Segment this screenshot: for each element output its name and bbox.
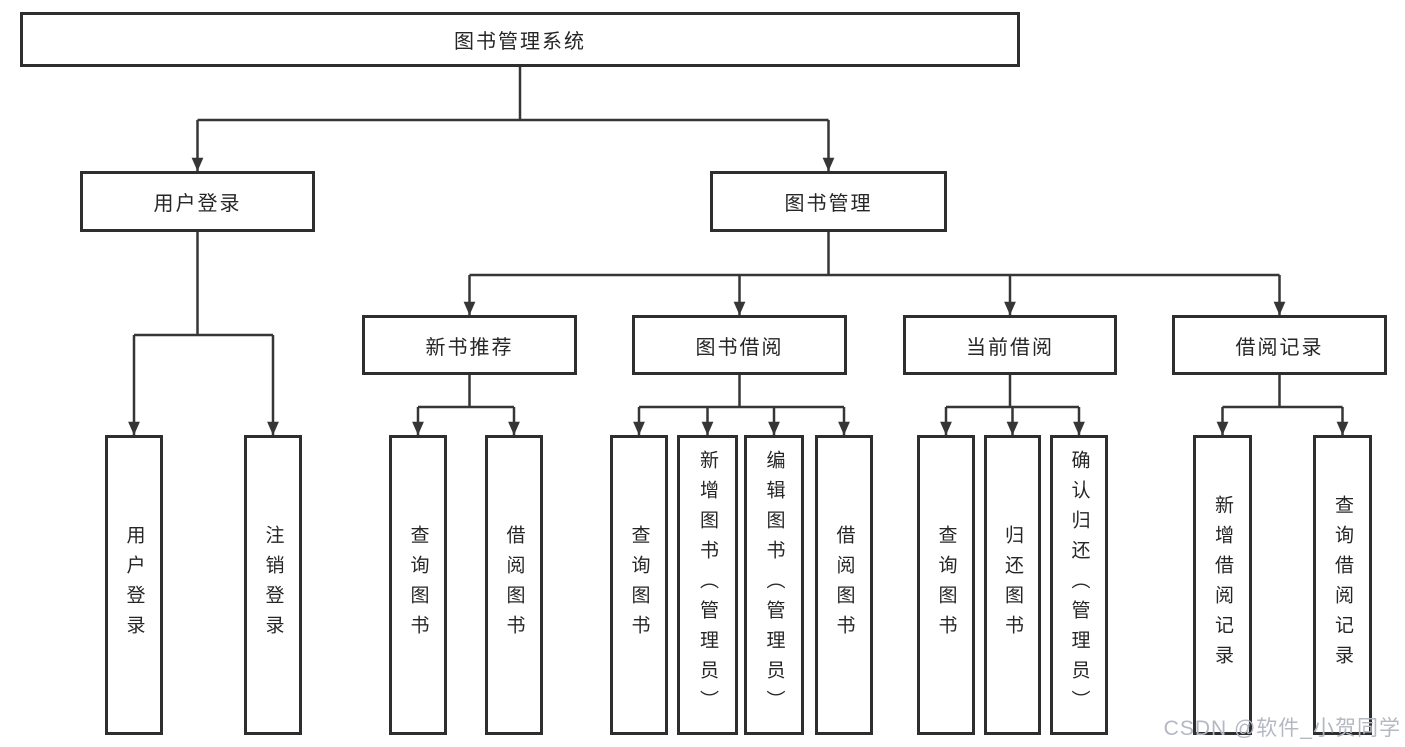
- node-label: 借阅记录: [1235, 336, 1324, 359]
- leaf-confirm-return-admin: 确认归还（管理员）: [1050, 435, 1108, 735]
- leaf-add-books-admin: 新增图书（管理员）: [677, 435, 738, 735]
- node-label: 图书借阅: [695, 336, 784, 359]
- node-label: 当前借阅: [966, 336, 1054, 359]
- node-label: 图书管理系统: [454, 31, 586, 53]
- node-label: 新书推荐: [425, 336, 514, 359]
- node-label: 查询图书: [935, 525, 957, 645]
- node-label: 查询借阅记录: [1332, 495, 1353, 675]
- node-book-borrow: 图书借阅: [632, 315, 847, 375]
- leaf-logout: 注销登录: [244, 435, 302, 735]
- node-label: 归还图书: [1002, 525, 1023, 645]
- node-label: 查询图书: [628, 525, 650, 645]
- node-label: 确认归还（管理员）: [1068, 450, 1090, 720]
- node-label: 编辑图书（管理员）: [763, 450, 785, 720]
- node-book-management: 图书管理: [710, 171, 947, 232]
- leaf-borrow-books-recommend: 借阅图书: [485, 435, 543, 735]
- node-user-login: 用户登录: [80, 171, 315, 232]
- leaf-user-login: 用户登录: [105, 435, 163, 735]
- leaf-add-borrow-record: 新增借阅记录: [1193, 435, 1252, 735]
- node-label: 用户登录: [153, 193, 242, 215]
- leaf-return-books: 归还图书: [984, 435, 1041, 735]
- node-label: 查询图书: [407, 525, 429, 645]
- leaf-query-borrow-record: 查询借阅记录: [1313, 435, 1372, 735]
- node-label: 新增借阅记录: [1212, 495, 1233, 675]
- node-label: 用户登录: [123, 525, 145, 645]
- node-root-library-system: 图书管理系统: [20, 12, 1020, 67]
- csdn-watermark: CSDN @软件_小贺同学: [1163, 717, 1401, 740]
- node-label: 借阅图书: [833, 525, 855, 645]
- node-new-book-recommend: 新书推荐: [362, 315, 577, 375]
- node-label: 图书管理: [784, 193, 873, 215]
- node-label: 注销登录: [262, 525, 284, 645]
- leaf-query-books-recommend: 查询图书: [389, 435, 447, 735]
- leaf-edit-books-admin: 编辑图书（管理员）: [744, 435, 804, 735]
- node-label: 新增图书（管理员）: [697, 450, 718, 720]
- leaf-query-books-current: 查询图书: [917, 435, 975, 735]
- node-current-borrow: 当前借阅: [903, 315, 1117, 375]
- leaf-query-books-borrow: 查询图书: [610, 435, 668, 735]
- node-label: 借阅图书: [503, 525, 525, 645]
- node-borrow-record: 借阅记录: [1172, 315, 1387, 375]
- leaf-borrow-books: 借阅图书: [815, 435, 873, 735]
